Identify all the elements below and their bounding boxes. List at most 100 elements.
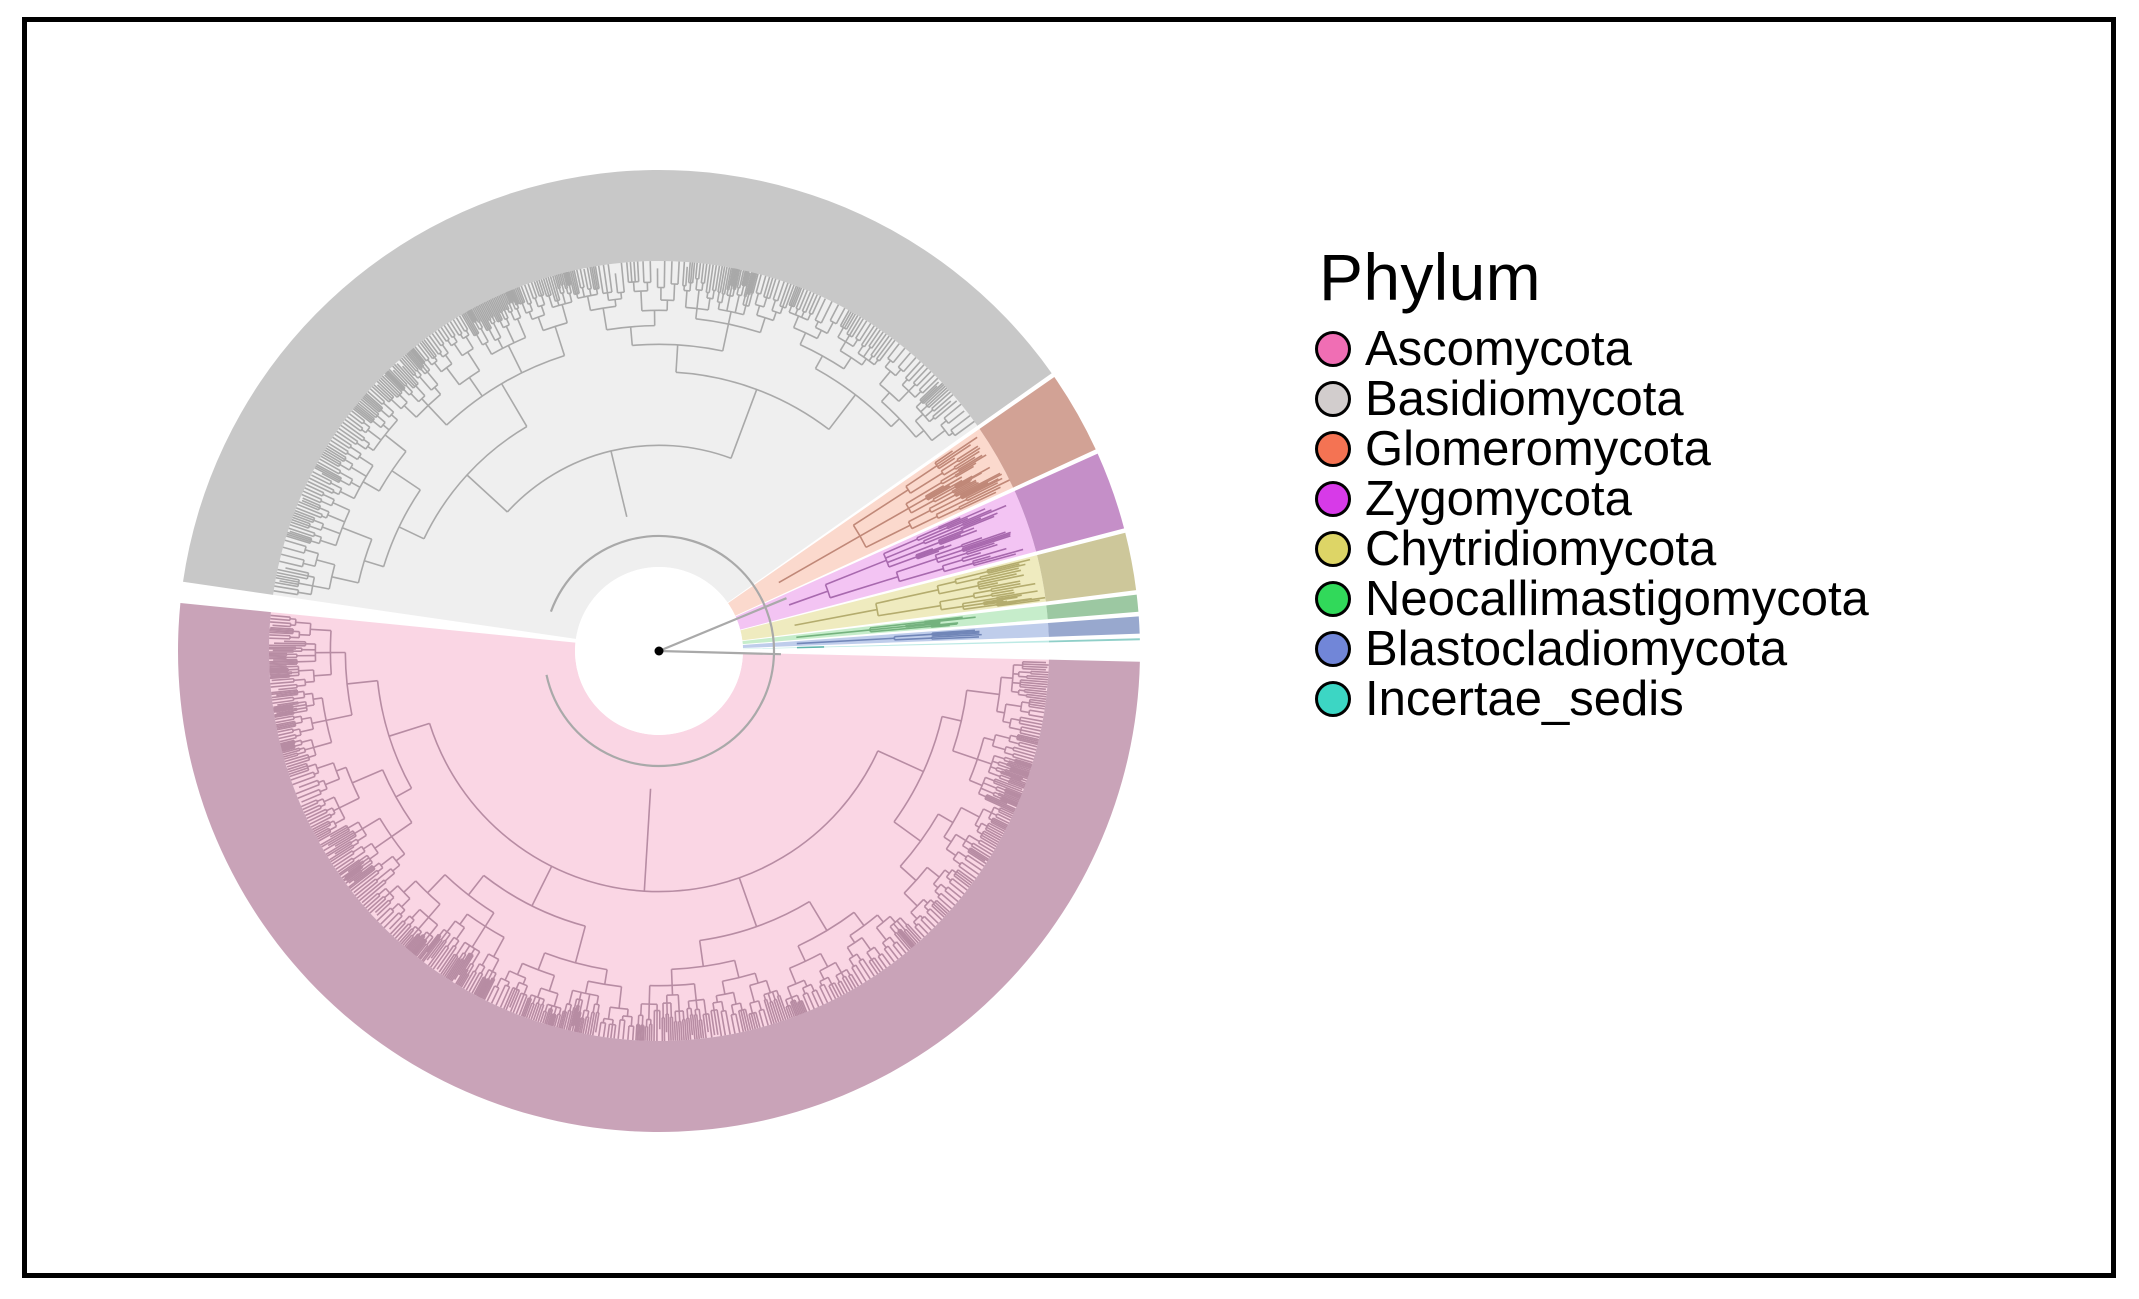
clade-ascomycota-branch xyxy=(978,842,994,853)
clade-basidiomycota-branch xyxy=(401,357,417,375)
clade-ascomycota-branch xyxy=(407,935,421,951)
clade-ascomycota-branch xyxy=(776,995,787,1021)
clade-ascomycota-stem xyxy=(739,1002,743,1011)
clade-basidiomycota-branch xyxy=(373,384,392,401)
clade-chytridiomycota-branch xyxy=(997,596,1046,606)
clade-ascomycota-branch xyxy=(775,999,785,1021)
clade-ascomycota-branch xyxy=(281,743,295,749)
legend-item-label: Chytridiomycota xyxy=(1365,521,1717,576)
legend-item[interactable]: Ascomycota xyxy=(1315,324,2085,374)
clade-ascomycota-branch xyxy=(277,701,299,706)
clade-ascomycota-branch xyxy=(644,1026,647,1041)
clade-zygomycota-branch xyxy=(916,544,952,559)
clade-basidiomycota-branch xyxy=(520,285,529,305)
clade-basidiomycota-branch xyxy=(711,265,718,291)
clade-ascomycota-branch xyxy=(427,940,447,967)
clade-basidiomycota-branch xyxy=(557,274,563,286)
clade-ascomycota-stem xyxy=(325,778,340,786)
clade-ascomycota-branch xyxy=(967,851,987,865)
legend-item[interactable]: Basidiomycota xyxy=(1315,374,2085,424)
clade-basidiomycota-branch xyxy=(694,262,698,279)
clade-basidiomycota-branch xyxy=(486,300,499,323)
clade-basidiomycota-branch xyxy=(312,470,332,483)
clade-ascomycota-stem xyxy=(748,985,756,1003)
clade-basidiomycota-branch xyxy=(592,266,599,289)
clade-ascomycota-branch xyxy=(334,833,356,848)
clade-ascomycota-stem xyxy=(537,997,541,1004)
clade-zygomycota-stem xyxy=(943,562,974,573)
clade-ascomycota-branch xyxy=(681,1019,685,1041)
clade-ascomycota-branch xyxy=(1020,716,1043,723)
clade-zygomycota-stem xyxy=(887,541,940,564)
clade-ascomycota-stem xyxy=(346,679,378,685)
clade-basidiomycota-branch xyxy=(950,415,971,431)
clade-ascomycota-branch xyxy=(1016,738,1038,746)
clade-basidiomycota-branch xyxy=(316,463,342,479)
clade-basidiomycota-branch xyxy=(289,524,316,535)
clade-ascomycota-branch xyxy=(1005,768,1029,779)
clade-basidiomycota-branch xyxy=(351,410,366,422)
clade-ascomycota-branch xyxy=(1013,752,1034,761)
clade-basidiomycota-branch xyxy=(855,320,868,339)
clade-ascomycota-stem xyxy=(305,680,315,684)
clade-basidiomycota-stem xyxy=(732,289,736,297)
clade-basidiomycota-branch xyxy=(791,286,801,307)
legend-swatch-icon xyxy=(1315,681,1351,717)
clade-ascomycota-branch xyxy=(312,822,330,833)
legend-item[interactable]: Blastocladiomycota xyxy=(1315,624,2085,674)
legend-item[interactable]: Glomeromycota xyxy=(1315,424,2085,474)
clade-ascomycota-stem xyxy=(846,947,854,957)
clade-band-outer-blastocladiomycota xyxy=(1047,616,1140,637)
clade-ascomycota-branch xyxy=(851,967,863,985)
clade-ascomycota-branch xyxy=(957,869,975,882)
clade-ascomycota-stem xyxy=(320,803,326,808)
clade-glomeromycota-branch xyxy=(961,478,999,499)
clade-basidiomycota-stem xyxy=(474,321,481,330)
clade-ascomycota-stem xyxy=(721,981,726,995)
clade-ascomycota-branch xyxy=(561,1011,568,1029)
clade-ascomycota-stem xyxy=(444,933,451,942)
clade-basidiomycota-branch xyxy=(493,297,502,314)
clade-ascomycota-branch xyxy=(471,973,484,994)
clade-basidiomycota-stem xyxy=(439,352,444,358)
clade-ascomycota-branch xyxy=(868,960,879,975)
clade-basidiomycota-stem xyxy=(914,390,922,398)
clade-basidiomycota-branch xyxy=(918,374,935,391)
clade-ascomycota-branch xyxy=(450,952,471,982)
clade-ascomycota-stem xyxy=(910,911,918,920)
clade-ascomycota-branch xyxy=(270,614,291,619)
clade-ascomycota-stem xyxy=(993,806,1000,811)
clade-ascomycota-branch xyxy=(415,943,427,957)
clade-ascomycota-branch xyxy=(361,881,387,904)
legend-item[interactable]: Zygomycota xyxy=(1315,474,2085,524)
clade-ascomycota-branch xyxy=(917,923,929,935)
clade-ascomycota-branch xyxy=(478,979,490,998)
clade-basidiomycota-branch xyxy=(282,546,305,554)
clade-ascomycota-branch xyxy=(419,934,440,960)
clade-zygomycota-stem xyxy=(888,556,917,568)
clade-ascomycota-stem xyxy=(1018,671,1031,674)
legend-item[interactable]: Incertae_sedis xyxy=(1315,674,2085,724)
legend-item[interactable]: Neocallimastigomycota xyxy=(1315,574,2085,624)
clade-band-outer-zygomycota xyxy=(1014,453,1125,552)
clade-ascomycota-stem xyxy=(720,1001,725,1012)
clade-ascomycota-stem xyxy=(470,948,476,955)
clade-ascomycota-stem xyxy=(1004,751,1014,756)
clade-ascomycota-stem xyxy=(297,690,304,694)
clade-ascomycota-stem xyxy=(293,715,302,719)
clade-ascomycota-branch xyxy=(479,979,491,999)
clade-ascomycota-stem xyxy=(429,924,439,936)
legend-item[interactable]: Chytridiomycota xyxy=(1315,524,2085,574)
clade-ascomycota-branch xyxy=(367,895,385,912)
clade-ascomycota-branch xyxy=(584,1017,590,1035)
clade-basidiomycota-branch xyxy=(762,276,771,297)
clade-ascomycota-branch xyxy=(961,861,980,876)
clade-basidiomycota-stem xyxy=(814,355,824,369)
clade-ascomycota-branch xyxy=(947,886,962,899)
clade-basidiomycota-stem xyxy=(364,560,384,568)
clade-ascomycota-branch xyxy=(320,828,349,846)
clade-ascomycota-branch xyxy=(276,725,296,731)
clade-basidiomycota-stem xyxy=(356,442,367,450)
clade-glomeromycota-branch xyxy=(925,476,963,499)
clade-chytridiomycota-branch xyxy=(979,567,1019,578)
